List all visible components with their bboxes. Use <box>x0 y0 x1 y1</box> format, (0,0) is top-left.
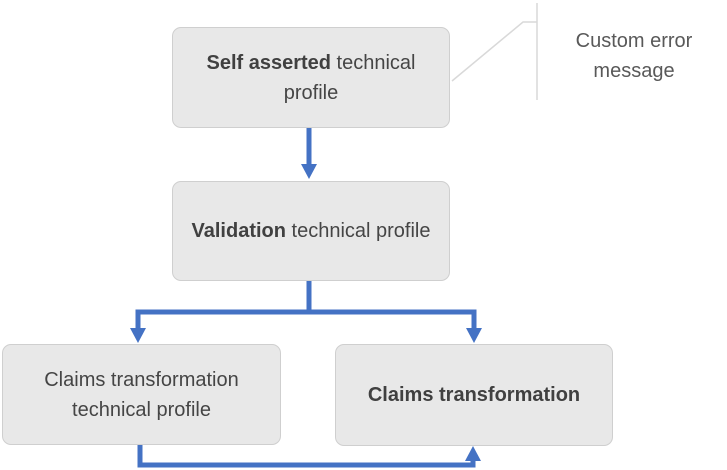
arrow-validation-split <box>130 281 482 343</box>
node-claims-transformation-technical-profile: Claims transformation technical profile <box>2 344 281 445</box>
node-label: Self asserted technical profile <box>206 51 416 104</box>
callout-leader-line <box>451 3 538 100</box>
arrow-self-asserted-to-validation <box>301 128 317 179</box>
arrow-claims-tp-to-claims-transformation <box>137 445 481 468</box>
node-claims-transformation: Claims transformation <box>335 344 613 446</box>
node-label: Validation technical profile <box>191 220 431 242</box>
node-label: Claims transformation technical profile <box>44 368 239 421</box>
node-self-asserted-technical-profile: Self asserted technical profile <box>172 27 450 128</box>
node-validation-technical-profile: Validation technical profile <box>172 181 450 281</box>
node-label: Claims transformation <box>367 384 581 406</box>
callout-custom-error-message: Custom error message <box>575 30 693 82</box>
